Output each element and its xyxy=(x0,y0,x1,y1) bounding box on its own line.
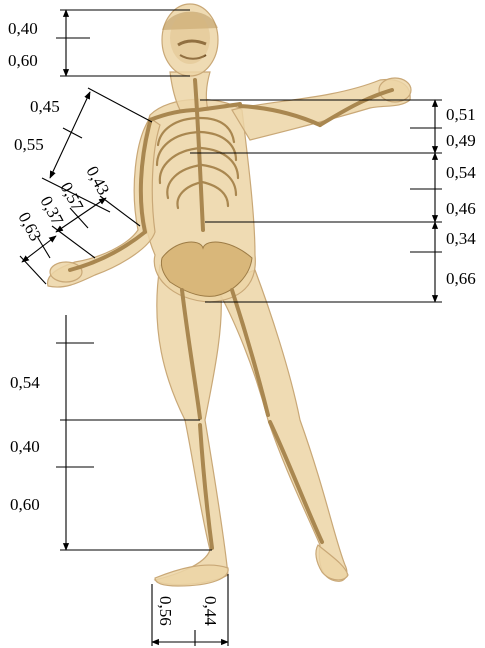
hand-label-2: 0,63 xyxy=(14,209,45,244)
upper-arm-label-2: 0,55 xyxy=(14,135,44,154)
foot-label-1: 0,56 xyxy=(156,596,175,626)
torso-label-6: 0,66 xyxy=(446,269,476,288)
human-figure xyxy=(48,4,411,586)
leg-label-2: 0,40 xyxy=(10,437,40,456)
torso-label-3: 0,54 xyxy=(446,163,476,182)
torso-label-5: 0,34 xyxy=(446,229,476,248)
torso-label-4: 0,46 xyxy=(446,199,476,218)
upper-arm-label-1: 0,45 xyxy=(30,97,60,116)
head-upper-label: 0,40 xyxy=(8,19,38,38)
upper-arm-dimension: 0,45 0,55 xyxy=(14,88,152,212)
foot-label-2: 0,44 xyxy=(201,596,220,626)
torso-label-2: 0,49 xyxy=(446,131,476,150)
head-lower-label: 0,60 xyxy=(8,51,38,70)
leg-label-3: 0,60 xyxy=(10,495,40,514)
forearm-label-1: 0,43 xyxy=(82,163,113,198)
torso-label-1: 0,51 xyxy=(446,105,476,124)
leg-label-1: 0,54 xyxy=(10,373,40,392)
